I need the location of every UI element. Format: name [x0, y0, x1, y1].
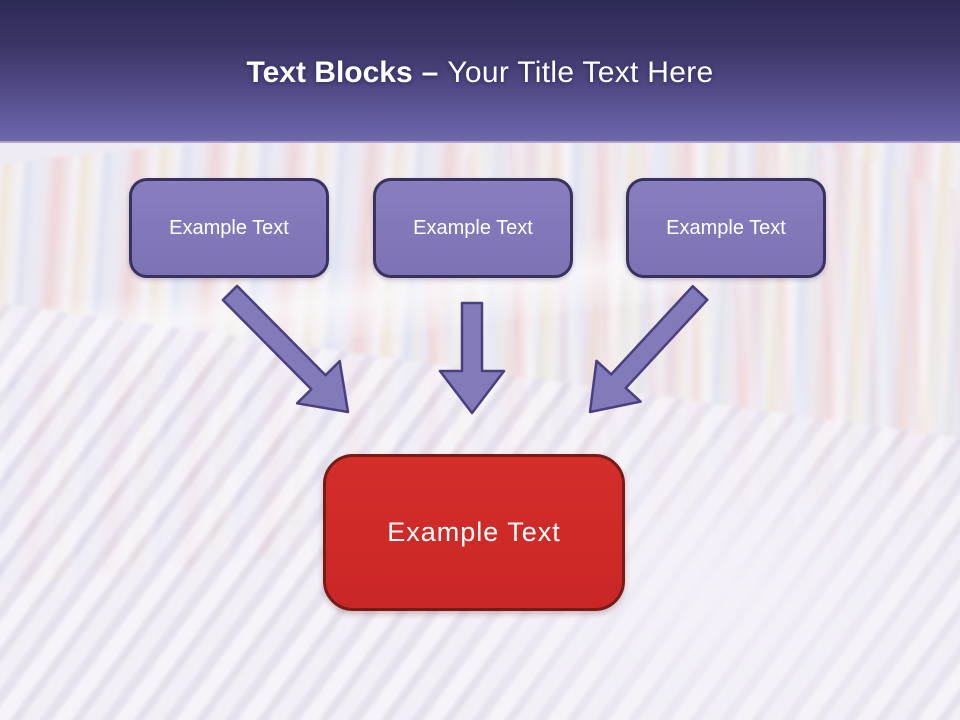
page-title-rest: Your Title Text Here: [447, 55, 714, 89]
text-block-1[interactable]: Example Text: [129, 178, 329, 278]
text-block-3[interactable]: Example Text: [626, 178, 826, 278]
page-title: Text Blocks – Your Title Text Here: [246, 55, 714, 89]
summary-block-label: Example Text: [387, 517, 561, 547]
page-title-separator: –: [421, 55, 439, 89]
page-title-bold: Text Blocks: [246, 55, 413, 89]
summary-block[interactable]: Example Text: [323, 454, 625, 611]
title-bar: Text Blocks – Your Title Text Here: [0, 0, 960, 143]
text-block-1-label: Example Text: [169, 216, 289, 239]
text-block-2[interactable]: Example Text: [373, 178, 573, 278]
text-block-2-label: Example Text: [413, 216, 533, 239]
text-block-3-label: Example Text: [666, 216, 786, 239]
